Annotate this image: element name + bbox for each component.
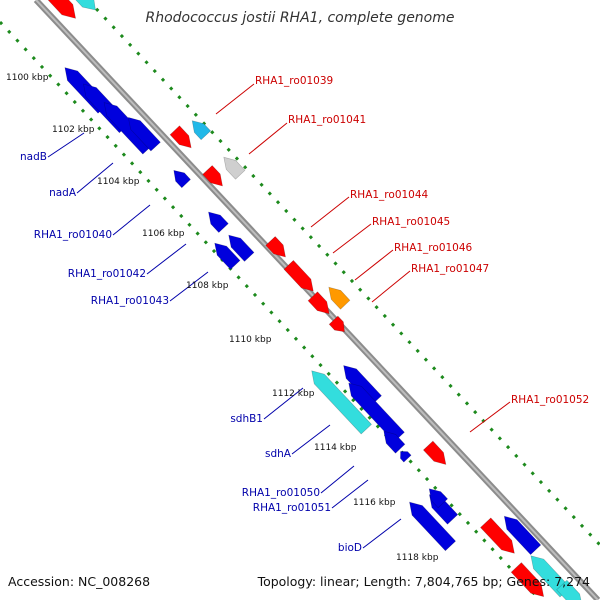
gene-label-ro01043: RHA1_ro01043: [91, 295, 169, 307]
leader-ro01042: [146, 243, 187, 275]
tick-label-1106: 1106 kbp: [142, 229, 185, 239]
gene-label-ro01040: RHA1_ro01040: [34, 229, 112, 241]
tick-label-1108: 1108 kbp: [186, 281, 229, 291]
gene-arrow-ro01045: [283, 259, 314, 292]
gene-label-ro01042: RHA1_ro01042: [68, 268, 146, 280]
leader-ro01047: [371, 270, 411, 303]
gene-arrow-ro01051: [400, 451, 412, 463]
gene-arrow-ro01050: [383, 430, 406, 454]
gene-arrow-sdhA-2: [348, 382, 405, 443]
leader-bioD: [362, 518, 402, 549]
gene-label-ro01051: RHA1_ro01051: [253, 502, 331, 514]
leader-sdhB1: [263, 387, 304, 420]
tick-label-1100: 1100 kbp: [6, 73, 49, 83]
gene-label-ro01039: RHA1_ro01039: [255, 75, 333, 87]
tick-label-1118: 1118 kbp: [396, 553, 439, 563]
gene-arrow-bottom-5: [556, 579, 582, 600]
gene-arrow-ro01052: [422, 440, 447, 465]
gene-label-ro01052: RHA1_ro01052: [511, 394, 589, 406]
gene-arrow-bioD-3: [428, 488, 449, 509]
accession-text: Accession: NC_008268: [8, 574, 150, 589]
leader-ro01043: [169, 271, 209, 302]
gene-arrow-nadA: [127, 116, 161, 152]
tick-label-1110: 1110 kbp: [229, 335, 272, 345]
gene-label-ro01044: RHA1_ro01044: [350, 189, 429, 201]
gene-arrow-ro01043a: [214, 242, 241, 270]
gene-label-ro01045: RHA1_ro01045: [372, 216, 450, 228]
leader-ro01050: [320, 465, 355, 494]
gene-arrow-ro01039b: [191, 120, 212, 141]
reverse-gene-labels: nadB nadA RHA1_ro01040 RHA1_ro01042 RHA1…: [20, 151, 362, 554]
tick-label-1116: 1116 kbp: [353, 498, 396, 508]
gene-arrow-ro01043b: [228, 234, 255, 262]
leader-ro01051: [331, 479, 369, 509]
gene-label-nadB: nadB: [20, 151, 47, 163]
tick-label-1114: 1114 kbp: [314, 443, 357, 453]
tick-label-1112: 1112 kbp: [272, 389, 315, 399]
gene-arrow-ro01041: [202, 165, 223, 187]
leader-nadB: [47, 132, 85, 158]
gene-arrow-edge-top-1: [47, 0, 76, 19]
gene-label-ro01050: RHA1_ro01050: [242, 487, 320, 499]
gene-arrow-ro01046: [307, 291, 330, 315]
label-leader-lines: [47, 83, 511, 549]
gene-arrow-bottom-4: [510, 562, 545, 598]
leader-ro01045: [332, 223, 372, 254]
genome-summary-text: Topology: linear; Length: 7,804,765 bp; …: [257, 574, 590, 589]
gene-label-sdhB1: sdhB1: [230, 413, 263, 425]
tick-label-1104: 1104 kbp: [97, 177, 140, 187]
tick-labels: 1100 kbp 1102 kbp 1104 kbp 1106 kbp 1108…: [6, 73, 439, 563]
leader-ro01039: [215, 83, 255, 115]
leader-nadA: [76, 162, 114, 194]
gene-label-nadA: nadA: [49, 187, 77, 199]
leader-ro01044: [310, 196, 350, 228]
gene-features: [47, 0, 582, 600]
leader-ro01052: [469, 401, 511, 433]
leader-ro01040: [112, 204, 151, 236]
gene-arrow-bioD-1: [409, 501, 457, 552]
gene-arrow-ro01041b: [223, 156, 246, 180]
gene-label-bioD: bioD: [338, 542, 362, 554]
gene-label-sdhA: sdhA: [265, 448, 292, 460]
leader-ro01046: [354, 249, 394, 281]
gene-arrow-ro01040: [173, 170, 191, 189]
gene-arrow-sdhB1: [311, 370, 372, 435]
forward-gene-labels: RHA1_ro01039 RHA1_ro01041 RHA1_ro01044 R…: [255, 75, 589, 406]
forward-gene-track-line: [86, 0, 600, 547]
gene-label-ro01046: RHA1_ro01046: [394, 242, 473, 254]
gene-arrow-ro01042: [208, 211, 229, 233]
gene-arrow-ro01047b: [328, 315, 345, 333]
gene-arrow-ro01047: [328, 286, 351, 310]
gene-arrow-ro01039: [169, 125, 192, 149]
gene-arrow-ro01044: [265, 236, 286, 258]
map-title: Rhodococcus jostii RHA1, complete genome: [145, 10, 454, 26]
leader-ro01041: [248, 122, 288, 155]
tick-label-1102: 1102 kbp: [52, 125, 95, 135]
gene-label-ro01047: RHA1_ro01047: [411, 263, 489, 275]
gene-label-ro01041: RHA1_ro01041: [288, 114, 366, 126]
gene-arrow-bottom-1: [480, 517, 515, 554]
gene-arrow-bottom-2: [503, 515, 542, 556]
gene-arrow-sdhA-1: [343, 365, 382, 406]
leader-sdhA: [291, 424, 331, 455]
gene-arrow-edge-top-2: [75, 0, 96, 11]
